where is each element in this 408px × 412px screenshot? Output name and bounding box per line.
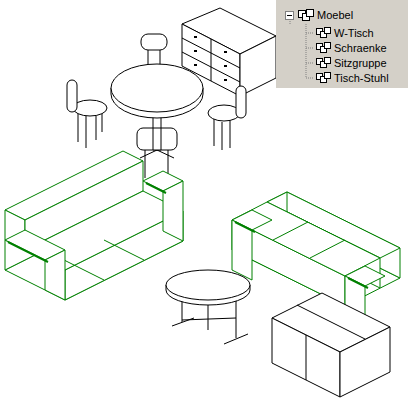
tree-item-label: Schraenke — [334, 42, 387, 55]
tree-item-label: Sitzgruppe — [334, 57, 387, 70]
coffee-table — [166, 270, 250, 344]
cabinet — [272, 293, 390, 397]
sofa — [5, 151, 183, 300]
chair — [208, 86, 246, 150]
tree-root-label: Moebel — [317, 9, 353, 22]
chair — [67, 80, 107, 148]
tree-item-label: Tisch-Stuhl — [334, 72, 389, 85]
chair — [141, 34, 167, 68]
tree-panel — [276, 0, 408, 88]
round-table — [111, 64, 203, 158]
tree-item-label: W-Tisch — [334, 27, 374, 40]
